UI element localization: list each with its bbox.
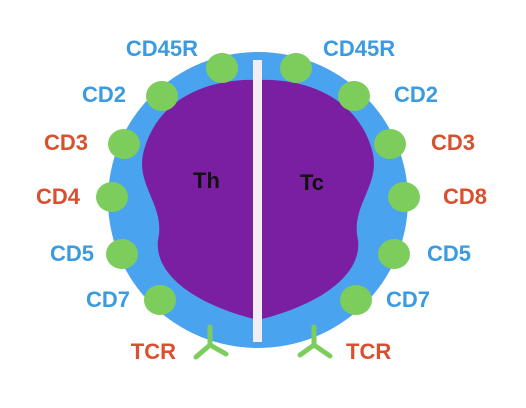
- label-cd3-left: CD3: [43, 130, 88, 155]
- label-cd7-right: CD7: [386, 287, 431, 312]
- label-cd4-left: CD4: [35, 184, 80, 209]
- label-cd5-right: CD5: [427, 241, 472, 266]
- label-cd2-right: CD2: [394, 82, 439, 107]
- marker-cd5-left: [106, 239, 138, 269]
- marker-cd2-left: [146, 81, 178, 111]
- cell-divider: [253, 60, 262, 342]
- tcr-receptor-left: [193, 324, 229, 360]
- marker-cd45r-left: [206, 53, 238, 83]
- marker-cd3-right: [374, 129, 406, 159]
- marker-cd4-left: [96, 182, 128, 212]
- tcr-receptor-right: [297, 324, 333, 359]
- label-tcr-right: TCR: [346, 339, 392, 364]
- label-cd5-left: CD5: [49, 241, 94, 266]
- th-cell-label: Th: [193, 168, 220, 193]
- marker-cd7-left: [144, 285, 176, 315]
- label-tcr-left: TCR: [130, 339, 176, 364]
- label-cd45r-left: CD45R: [125, 36, 198, 61]
- label-cd7-left: CD7: [85, 287, 130, 312]
- label-cd3-right: CD3: [431, 130, 476, 155]
- label-cd8-right: CD8: [443, 184, 488, 209]
- marker-cd3-left: [108, 129, 140, 159]
- marker-cd8-right: [388, 182, 420, 212]
- label-cd2-left: CD2: [81, 82, 126, 107]
- label-cd45r-right: CD45R: [323, 36, 396, 61]
- marker-cd5-right: [378, 239, 410, 269]
- marker-cd2-right: [338, 81, 370, 111]
- marker-cd7-right: [340, 285, 372, 315]
- tc-cell-label: Tc: [300, 170, 325, 195]
- marker-cd45r-right: [280, 53, 312, 83]
